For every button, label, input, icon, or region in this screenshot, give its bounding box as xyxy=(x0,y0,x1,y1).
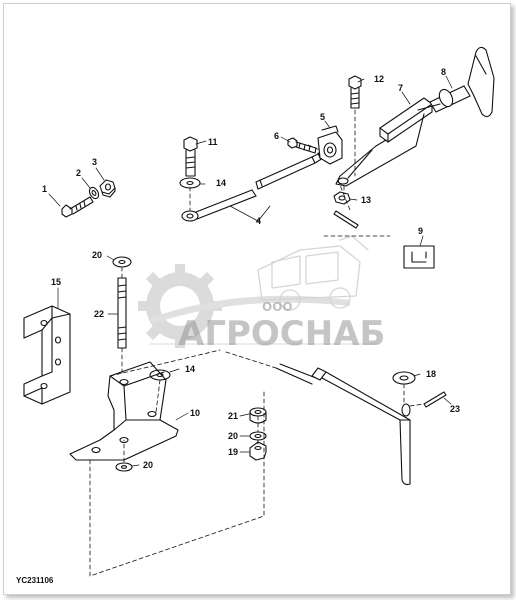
callout-10: 10 xyxy=(190,408,201,418)
leader-lines xyxy=(48,75,453,467)
bolt-part-12 xyxy=(348,75,362,109)
callout-12: 12 xyxy=(374,74,385,84)
callout-20-middle: 20 xyxy=(228,431,239,441)
figure-code: YC231106 xyxy=(16,576,54,585)
washer-part-18 xyxy=(392,371,416,385)
callout-9: 9 xyxy=(418,226,424,236)
callout-22: 22 xyxy=(94,309,105,319)
callout-7: 7 xyxy=(398,83,404,93)
stud-part-22 xyxy=(117,277,127,349)
callout-3: 3 xyxy=(92,157,98,167)
nut-part-3 xyxy=(99,179,116,198)
callout-15: 15 xyxy=(51,277,62,287)
callout-8: 8 xyxy=(441,67,447,77)
callout-21: 21 xyxy=(228,411,239,421)
callout-14-upper: 14 xyxy=(216,178,227,188)
nut-part-13 xyxy=(333,191,351,205)
washer-part-2 xyxy=(88,186,100,200)
bracket-part-7 xyxy=(335,97,433,187)
bolt-part-11 xyxy=(183,136,198,177)
rod-part-4 xyxy=(181,149,329,222)
watermark-logo xyxy=(138,235,381,348)
handle-part-8 xyxy=(417,46,495,118)
watermark-company-name: АГРОСНАБ xyxy=(178,314,386,354)
callout-13: 13 xyxy=(361,195,372,205)
bolt-part-1 xyxy=(61,196,94,218)
callout-5: 5 xyxy=(320,112,326,122)
bent-rod xyxy=(275,363,411,486)
callout-18: 18 xyxy=(426,369,437,379)
cotter-pin xyxy=(333,210,359,229)
callout-2: 2 xyxy=(76,168,82,178)
clip-part-9 xyxy=(403,245,435,269)
callout-14-lower: 14 xyxy=(185,364,196,374)
bracket-part-15 xyxy=(23,305,71,405)
callout-20-bottom: 20 xyxy=(143,460,154,470)
callout-1: 1 xyxy=(42,184,48,194)
bolt-part-6 xyxy=(287,137,317,154)
washer-part-14-upper xyxy=(179,177,201,189)
bracket-part-5 xyxy=(317,125,343,165)
cotter-pin-part-23 xyxy=(423,391,447,408)
callout-23: 23 xyxy=(450,404,461,414)
washer-part-20-bottom xyxy=(115,462,133,472)
bracket-part-10 xyxy=(69,361,179,461)
nut-part-19 xyxy=(249,441,267,461)
callout-11: 11 xyxy=(208,137,218,147)
callout-20-top: 20 xyxy=(92,250,103,260)
washer-part-20-top xyxy=(112,256,132,268)
callout-4: 4 xyxy=(256,216,262,226)
callout-19: 19 xyxy=(228,447,239,457)
watermark-company-form: ООО xyxy=(262,300,293,314)
callout-6: 6 xyxy=(274,131,280,141)
assembly-dashed-lines xyxy=(89,109,425,577)
